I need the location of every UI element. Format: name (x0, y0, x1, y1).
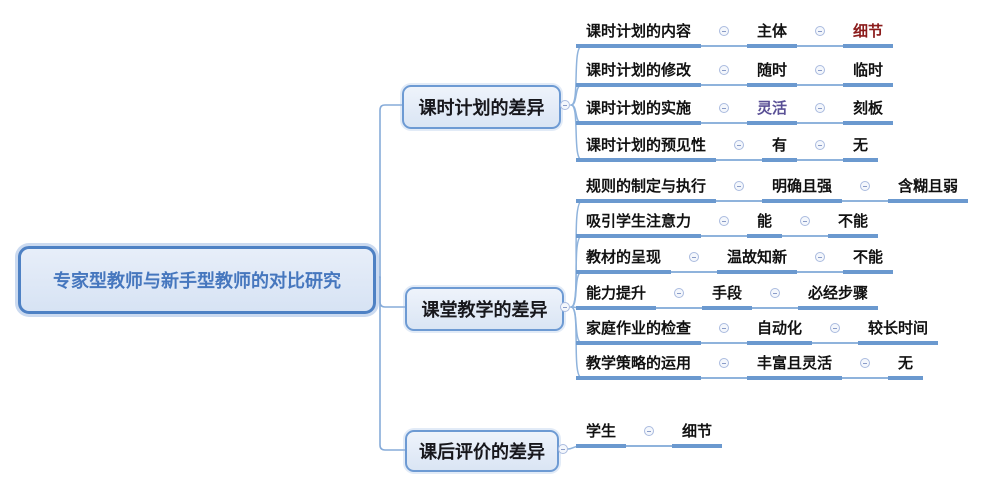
topic-row: 能力提升 手段 必经步骤 (576, 284, 879, 310)
topic-row: 家庭作业的检查 自动化 较长时间 (576, 319, 939, 345)
topic-connector (701, 319, 748, 345)
topic[interactable]: 能 (747, 212, 783, 238)
minus-circle-icon[interactable] (770, 288, 781, 298)
topic-connector (812, 319, 859, 345)
topic-connector (701, 212, 748, 238)
minus-circle-icon[interactable] (560, 100, 570, 110)
minus-circle-icon[interactable] (689, 252, 700, 262)
topic-connector (656, 284, 703, 310)
topic[interactable]: 温故知新 (717, 248, 798, 274)
topic[interactable]: 细节 (672, 422, 723, 448)
topic[interactable]: 课时计划的内容 (576, 22, 702, 48)
branch-topic-lesson-plan[interactable]: 课时计划的差异 (402, 85, 561, 129)
topic[interactable]: 主体 (747, 22, 798, 48)
topic-connector (797, 61, 844, 87)
minus-circle-icon[interactable] (560, 302, 570, 312)
minus-circle-icon[interactable] (734, 181, 745, 191)
topic-connector (797, 136, 844, 162)
minus-circle-icon[interactable] (719, 323, 730, 333)
minus-circle-icon[interactable] (719, 216, 730, 226)
topic-row: 课时计划的实施 灵活 刻板 (576, 99, 894, 125)
root-topic-label: 专家型教师与新手型教师的对比研究 (53, 271, 341, 291)
topic[interactable]: 含糊且弱 (888, 177, 969, 203)
minus-circle-icon[interactable] (815, 26, 826, 36)
topic-connector (716, 136, 763, 162)
topic[interactable]: 刻板 (843, 99, 894, 125)
minus-circle-icon[interactable] (815, 103, 826, 113)
branch-topic-label: 课堂教学的差异 (421, 300, 548, 320)
minus-circle-icon[interactable] (674, 288, 685, 298)
branch-collapse (560, 302, 570, 312)
topic-connector (701, 354, 748, 380)
topic[interactable]: 无 (888, 354, 924, 380)
minus-circle-icon[interactable] (815, 65, 826, 75)
topic[interactable]: 必经步骤 (798, 284, 879, 310)
topic[interactable]: 课时计划的修改 (576, 61, 702, 87)
topic[interactable]: 教材的呈现 (576, 248, 672, 274)
topic[interactable]: 不能 (843, 248, 894, 274)
topic[interactable]: 有 (762, 136, 798, 162)
topic[interactable]: 吸引学生注意力 (576, 212, 702, 238)
topic[interactable]: 随时 (747, 61, 798, 87)
branch-collapse (560, 100, 570, 110)
topic-row: 教学策略的运用 丰富且灵活 无 (576, 354, 924, 380)
topic[interactable]: 无 (843, 136, 879, 162)
topic-row: 吸引学生注意力 能 不能 (576, 212, 879, 238)
topic-connector (701, 22, 748, 48)
topic-connector (797, 99, 844, 125)
minus-circle-icon[interactable] (719, 103, 730, 113)
minus-circle-icon[interactable] (815, 252, 826, 262)
topic-connector (701, 61, 748, 87)
topic[interactable]: 自动化 (747, 319, 813, 345)
minus-circle-icon[interactable] (815, 140, 826, 150)
topic-row: 规则的制定与执行 明确且强 含糊且弱 (576, 177, 969, 203)
topic[interactable]: 灵活 (747, 99, 798, 125)
topic[interactable]: 不能 (828, 212, 879, 238)
topic[interactable]: 明确且强 (762, 177, 843, 203)
branch-topic-classroom-teaching[interactable]: 课堂教学的差异 (405, 287, 564, 331)
topic-connector (716, 177, 763, 203)
topic-row: 课时计划的预见性 有 无 (576, 136, 879, 162)
topic-row: 学生 细节 (576, 422, 723, 448)
topic-connector (626, 422, 673, 448)
topic[interactable]: 临时 (843, 61, 894, 87)
topic-connector (752, 284, 799, 310)
minus-circle-icon[interactable] (734, 140, 745, 150)
topic[interactable]: 细节 (843, 22, 894, 48)
topic-row: 课时计划的修改 随时 临时 (576, 61, 894, 87)
root-topic[interactable]: 专家型教师与新手型教师的对比研究 (18, 246, 376, 314)
topic-connector (842, 354, 889, 380)
minus-circle-icon[interactable] (719, 26, 730, 36)
topic[interactable]: 较长时间 (858, 319, 939, 345)
topic[interactable]: 丰富且灵活 (747, 354, 843, 380)
topic-connector (797, 248, 844, 274)
topic-connector (671, 248, 718, 274)
minus-circle-icon[interactable] (860, 181, 871, 191)
minus-circle-icon[interactable] (860, 358, 871, 368)
branch-topic-label: 课后评价的差异 (419, 442, 545, 462)
branch-collapse (558, 444, 568, 454)
topic-row: 课时计划的内容 主体 细节 (576, 22, 894, 48)
topic[interactable]: 能力提升 (576, 284, 657, 310)
topic[interactable]: 课时计划的实施 (576, 99, 702, 125)
topic-row: 教材的呈现 温故知新 不能 (576, 248, 894, 274)
topic[interactable]: 课时计划的预见性 (576, 136, 717, 162)
topic-connector (842, 177, 889, 203)
branch-topic-after-class-evaluation[interactable]: 课后评价的差异 (405, 430, 559, 472)
topic[interactable]: 学生 (576, 422, 627, 448)
topic[interactable]: 教学策略的运用 (576, 354, 702, 380)
topic-connector (797, 22, 844, 48)
minus-circle-icon[interactable] (830, 323, 841, 333)
topic[interactable]: 手段 (702, 284, 753, 310)
topic[interactable]: 家庭作业的检查 (576, 319, 702, 345)
minus-circle-icon[interactable] (719, 358, 730, 368)
topic-connector (701, 99, 748, 125)
minus-circle-icon[interactable] (800, 216, 811, 226)
branch-topic-label: 课时计划的差异 (418, 98, 545, 118)
minus-circle-icon[interactable] (558, 444, 568, 454)
minus-circle-icon[interactable] (719, 65, 730, 75)
topic[interactable]: 规则的制定与执行 (576, 177, 717, 203)
topic-connector (782, 212, 829, 238)
minus-circle-icon[interactable] (644, 426, 655, 436)
